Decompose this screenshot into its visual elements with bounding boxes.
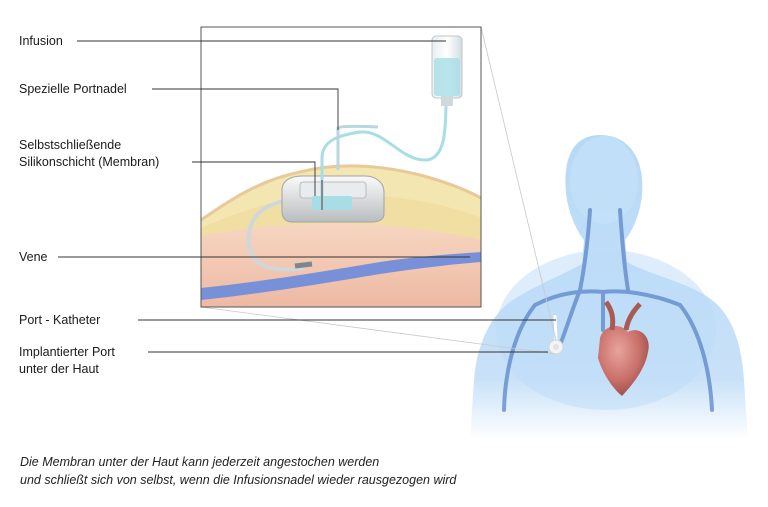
implanted-port-small: [548, 314, 564, 355]
heart: [598, 300, 649, 396]
label-katheter: Port - Katheter: [19, 313, 101, 327]
label-port-line1: Implantierter Port: [19, 345, 115, 359]
label-membran-line1: Selbstschließende: [19, 138, 122, 152]
leader-portnadel: [152, 88, 339, 130]
zoom-connector-lines: [200, 26, 557, 355]
caption: Die Membran unter der Haut kann jederzei…: [20, 453, 456, 489]
label-port-line2: unter der Haut: [19, 362, 99, 376]
caption-line1: Die Membran unter der Haut kann jederzei…: [20, 455, 380, 469]
leader-lines: [58, 40, 556, 353]
label-vene: Vene: [19, 250, 48, 264]
label-membran-line2: Silikonschicht (Membran): [19, 155, 160, 169]
label-infusion: Infusion: [19, 34, 63, 48]
cross-section-box: [200, 26, 482, 308]
body-silhouette: [470, 135, 748, 440]
caption-line2: und schließt sich von selbst, wenn die I…: [20, 473, 457, 487]
label-portnadel: Spezielle Portnadel: [19, 82, 127, 96]
blood-vessels: [502, 208, 714, 412]
leader-membran: [192, 161, 316, 196]
